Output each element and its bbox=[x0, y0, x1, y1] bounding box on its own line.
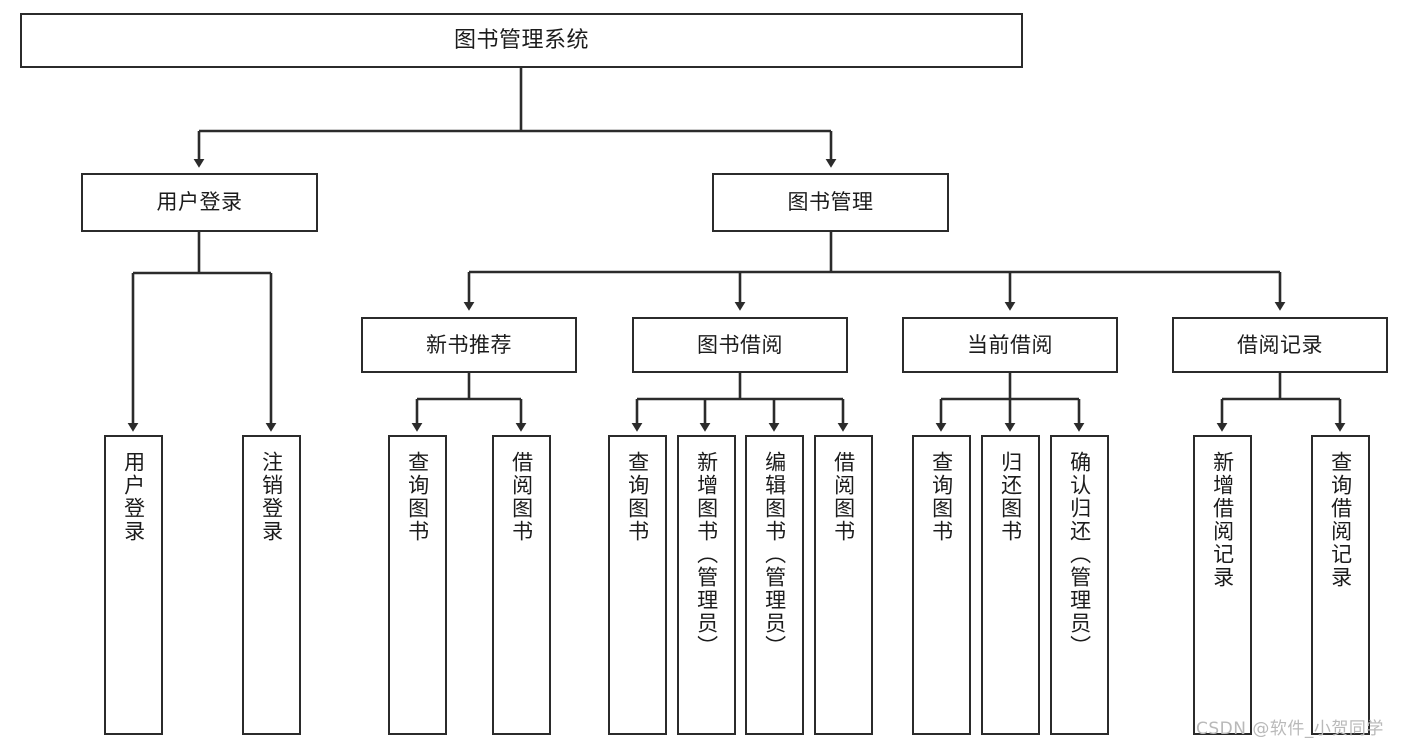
leaf-borrow-book[interactable]: 借阅图书 bbox=[814, 435, 873, 735]
node-label: 确认归还（管理员） bbox=[1067, 451, 1092, 658]
leaf-edit-book-admin[interactable]: 编辑图书（管理员） bbox=[745, 435, 804, 735]
leaf-return-book[interactable]: 归还图书 bbox=[981, 435, 1040, 735]
leaf-query-book-current[interactable]: 查询图书 bbox=[912, 435, 971, 735]
csdn-watermark: CSDN @软件_小贺同学 bbox=[1196, 719, 1384, 739]
node-label: 图书管理 bbox=[787, 190, 874, 215]
leaf-query-book-borrow[interactable]: 查询图书 bbox=[608, 435, 667, 735]
leaf-add-book-admin[interactable]: 新增图书（管理员） bbox=[677, 435, 736, 735]
node-label: 借阅图书 bbox=[831, 451, 856, 543]
node-user-login[interactable]: 用户登录 bbox=[81, 173, 318, 232]
node-borrow-record[interactable]: 借阅记录 bbox=[1172, 317, 1388, 373]
node-current-borrow[interactable]: 当前借阅 bbox=[902, 317, 1118, 373]
node-label: 查询图书 bbox=[929, 451, 954, 543]
node-new-book-recommend[interactable]: 新书推荐 bbox=[361, 317, 577, 373]
node-label: 图书借阅 bbox=[697, 332, 783, 357]
leaf-add-borrow-record[interactable]: 新增借阅记录 bbox=[1193, 435, 1252, 735]
node-label: 借阅记录 bbox=[1237, 332, 1323, 357]
node-label: 查询图书 bbox=[405, 451, 430, 543]
node-book-borrow[interactable]: 图书借阅 bbox=[632, 317, 848, 373]
leaf-borrow-book-newbook[interactable]: 借阅图书 bbox=[492, 435, 551, 735]
node-book-management[interactable]: 图书管理 bbox=[712, 173, 949, 232]
leaf-logout[interactable]: 注销登录 bbox=[242, 435, 301, 735]
node-root-system[interactable]: 图书管理系统 bbox=[20, 13, 1023, 68]
node-label: 用户登录 bbox=[121, 451, 146, 543]
node-label: 新增借阅记录 bbox=[1210, 451, 1235, 589]
node-label: 新书推荐 bbox=[426, 332, 512, 357]
node-label: 归还图书 bbox=[998, 451, 1023, 543]
node-label: 查询图书 bbox=[625, 451, 650, 543]
node-label: 图书管理系统 bbox=[453, 27, 589, 53]
leaf-confirm-return-admin[interactable]: 确认归还（管理员） bbox=[1050, 435, 1109, 735]
leaf-user-login[interactable]: 用户登录 bbox=[104, 435, 163, 735]
node-label: 新增图书（管理员） bbox=[694, 451, 719, 658]
node-label: 用户登录 bbox=[156, 190, 243, 215]
node-label: 注销登录 bbox=[259, 451, 284, 543]
node-label: 编辑图书（管理员） bbox=[762, 451, 787, 658]
leaf-query-borrow-record[interactable]: 查询借阅记录 bbox=[1311, 435, 1370, 735]
node-label: 查询借阅记录 bbox=[1328, 451, 1353, 589]
node-label: 借阅图书 bbox=[509, 451, 534, 543]
leaf-query-book-newbook[interactable]: 查询图书 bbox=[388, 435, 447, 735]
node-label: 当前借阅 bbox=[967, 332, 1053, 357]
